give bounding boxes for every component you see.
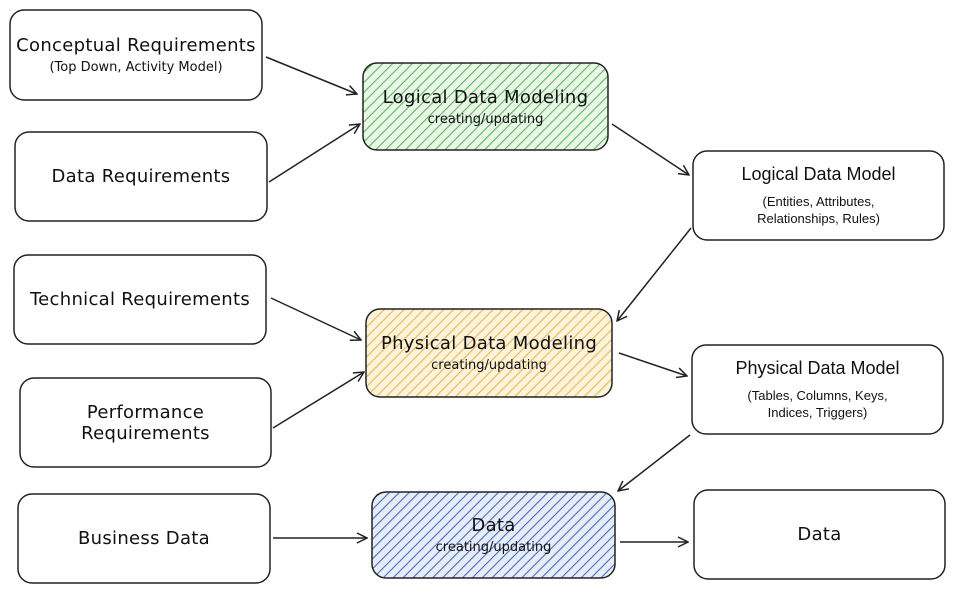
physical-data-model-label: Physical Data Model (Tables, Columns, Ke… — [692, 345, 943, 434]
box-data-requirements — [14, 131, 268, 222]
logical-data-model-details: (Entities, Attributes, Relationships, Ru… — [757, 193, 880, 227]
box-logical-data-modeling — [362, 62, 609, 151]
data-output-title: Data — [797, 524, 842, 545]
logical-data-model-line2: Relationships, Rules) — [757, 211, 880, 226]
logical-data-model-title: Logical Data Model — [741, 164, 896, 184]
technical-requirements-title: Technical Requirements — [29, 289, 251, 310]
box-business-data — [17, 493, 271, 584]
business-data-label: Business Data — [18, 494, 270, 583]
conceptual-requirements-title: Conceptual Requirements — [16, 35, 256, 56]
arrow-logical-to-logicalmodel — [611, 123, 689, 175]
box-performance-requirements — [19, 377, 272, 468]
conceptual-requirements-subtitle: (Top Down, Activity Model) — [49, 60, 223, 75]
data-requirements-title: Data Requirements — [51, 166, 231, 187]
box-technical-requirements — [13, 254, 267, 345]
physical-data-model-title: Physical Data Model — [735, 358, 900, 378]
box-logical-data-model — [692, 150, 945, 241]
logical-data-modeling-title: Logical Data Modeling — [382, 86, 589, 108]
technical-requirements-label: Technical Requirements — [14, 255, 266, 344]
business-data-title: Business Data — [78, 528, 210, 549]
box-physical-data-modeling — [365, 308, 613, 398]
logical-data-modeling-subtitle: creating/updating — [427, 111, 544, 127]
logical-data-modeling-label: Logical Data Modeling creating/updating — [363, 63, 608, 150]
data-process-title: Data — [471, 515, 516, 536]
physical-data-modeling-label: Physical Data Modeling creating/updating — [366, 309, 612, 397]
arrow-conceptual-to-logical — [265, 56, 357, 94]
box-data-output — [693, 489, 946, 580]
data-output-label: Data — [694, 490, 945, 579]
box-data-process — [371, 491, 616, 579]
data-requirements-label: Data Requirements — [15, 132, 267, 221]
physical-data-modeling-title: Physical Data Modeling — [380, 333, 598, 354]
arrow-performance-to-physical — [272, 372, 364, 429]
physical-data-model-line2: Indices, Triggers) — [767, 405, 868, 420]
data-process-subtitle: creating/updating — [435, 540, 552, 555]
performance-requirements-line2: Requirements — [81, 422, 210, 444]
data-process-label: Data creating/updating — [372, 492, 615, 578]
physical-data-modeling-subtitle: creating/updating — [431, 358, 547, 373]
arrow-datareq-to-logical — [268, 124, 360, 183]
physical-data-model-details: (Tables, Columns, Keys, Indices, Trigger… — [747, 387, 887, 421]
arrow-technical-to-physical — [270, 297, 361, 340]
logical-data-model-line1: (Entities, Attributes, — [762, 194, 875, 209]
arrow-physical-to-physicalmodel — [618, 352, 687, 376]
box-physical-data-model — [691, 344, 944, 435]
arrow-physicalmodel-to-data — [618, 434, 691, 491]
arrow-logicalmodel-to-physical — [617, 227, 692, 321]
performance-requirements-label: Performance Requirements — [20, 378, 271, 467]
physical-data-model-line1: (Tables, Columns, Keys, — [747, 388, 888, 403]
conceptual-requirements-label: Conceptual Requirements (Top Down, Activ… — [10, 10, 262, 100]
logical-data-model-label: Logical Data Model (Entities, Attributes… — [693, 151, 944, 240]
box-conceptual-requirements — [9, 9, 263, 101]
performance-requirements-line1: Performance — [86, 401, 205, 423]
